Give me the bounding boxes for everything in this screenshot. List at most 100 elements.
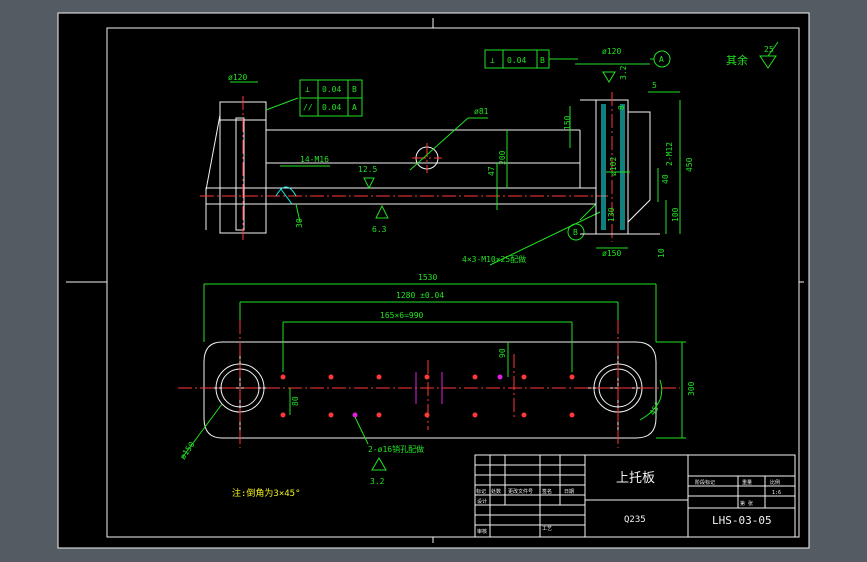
- dim-165x6: 165×6=990: [380, 311, 424, 320]
- plan-view: 1530 1280 ±0.04 165×6=990 90 80 300 45° …: [178, 273, 696, 499]
- dim-450: 450: [685, 157, 694, 172]
- dim-dia-81: ø81: [474, 107, 489, 116]
- tol-perp-value: 0.04: [322, 85, 341, 94]
- dim-10: 10: [657, 248, 666, 258]
- row-process: 工艺: [542, 526, 552, 532]
- dia81-leader: [409, 117, 469, 171]
- dim-dia-150-bottom: ø150: [602, 249, 621, 258]
- dim-30: 30: [295, 218, 304, 228]
- bolt-holes: [280, 374, 575, 418]
- bolt-hole: [424, 412, 430, 418]
- pin-hole: [497, 374, 503, 380]
- tol-par-value: 0.04: [322, 103, 341, 112]
- roughness-12-5-icon: [363, 177, 375, 190]
- tol-par-ref: A: [352, 103, 357, 112]
- bolt-hole: [424, 374, 430, 380]
- scale-value: 1:6: [772, 490, 781, 496]
- dim-dia-102: ø102: [609, 157, 618, 176]
- rev-count: 处数: [491, 488, 501, 495]
- title-block: 标记 处数 更改文件号 签名 日期 设计 审核 工艺 上托板 Q235 阶段标记…: [474, 454, 796, 538]
- dim-90: 90: [498, 348, 507, 358]
- dim-dia-120-top: ø120: [228, 73, 247, 82]
- dim-1530: 1530: [418, 273, 437, 282]
- thread-hatch: [275, 186, 297, 197]
- dim-200: 200: [498, 150, 507, 165]
- bolt-hole: [280, 412, 286, 418]
- datum-B-label: B: [573, 228, 578, 237]
- rest-roughness: 25: [764, 45, 774, 54]
- thread-callout-leader: [489, 211, 601, 266]
- tol-box-par: [299, 97, 363, 117]
- dim45-arc: [639, 379, 663, 421]
- dim-47: 47: [487, 166, 496, 176]
- dim-130: 130: [607, 207, 616, 222]
- rev-sign: 签名: [542, 488, 552, 495]
- row-check: 审核: [477, 528, 487, 535]
- dim-100: 100: [671, 207, 680, 222]
- section-flange: [627, 111, 651, 223]
- paper-sheet: [58, 13, 809, 548]
- roughness-3-2b-icon: [371, 457, 387, 471]
- dim-80: 80: [291, 396, 300, 406]
- dim-150: 150: [563, 115, 572, 130]
- row-design: 设计: [477, 498, 487, 505]
- pin-leader: [354, 416, 369, 445]
- hdr-weight: 重量: [742, 479, 752, 486]
- section-hatch-right: [620, 104, 625, 230]
- dia150-leader: [181, 403, 223, 459]
- rev-mark: 标记: [476, 488, 486, 495]
- section-view: ⊥ 0.04 B ø120 A 3.2 5 150 8 ø102 2-M12 4…: [484, 41, 779, 258]
- roughness-6-3: 6.3: [372, 225, 387, 234]
- outer-frame: [57, 12, 810, 549]
- bolt-hole: [569, 412, 575, 418]
- dim-dia-120-right: ø120: [602, 47, 621, 56]
- front-view: ø120 ⊥ 0.04 B // 0.04 A ø81 14-M16 12.5 …: [200, 73, 608, 266]
- tol-par-symbol: //: [303, 103, 313, 112]
- dim-1280: 1280 ±0.04: [396, 291, 444, 300]
- roughness-3-2-icon: [602, 71, 616, 83]
- dim-8: 8: [617, 105, 626, 110]
- section-tol-value: 0.04: [507, 56, 526, 65]
- roughness-3-2: 3.2: [619, 65, 628, 80]
- hdr-scale: 比例: [770, 479, 780, 486]
- tol-perp-symbol: ⊥: [305, 85, 310, 94]
- material: Q235: [624, 515, 646, 525]
- dim30-line: [295, 203, 301, 223]
- rest-label: 其余: [726, 53, 748, 67]
- roughness-6-3-icon: [375, 204, 389, 219]
- left-boss-slot: [235, 117, 245, 231]
- tol-perp-ref: B: [352, 85, 357, 94]
- rev-file: 更改文件号: [508, 488, 533, 495]
- drawing-number: LHS-03-05: [712, 514, 772, 527]
- section-tol-ref: B: [540, 56, 545, 65]
- bolt-hole: [521, 412, 527, 418]
- bolt-hole: [280, 374, 286, 380]
- tol-leader: [265, 97, 299, 111]
- dim-2-m12: 2-M12: [665, 142, 674, 166]
- plate-outline: [203, 341, 657, 439]
- chamfer-note: 注:倒角为3×45°: [232, 487, 301, 499]
- thread-hatch-line: [279, 187, 293, 205]
- bolt-hole: [472, 374, 478, 380]
- bolt-hole: [376, 374, 382, 380]
- bolt-hole: [328, 374, 334, 380]
- datum-A-label: A: [659, 55, 664, 64]
- bolt-hole: [328, 412, 334, 418]
- pin-hole-note: 2-ø16销孔配做: [368, 444, 424, 454]
- section-tol-symbol: ⊥: [490, 56, 495, 65]
- roughness-12-5: 12.5: [358, 165, 377, 174]
- section-hatch-left: [601, 104, 606, 230]
- hdr-stage: 阶段标记: [695, 479, 715, 486]
- bolt-hole: [521, 374, 527, 380]
- bolt-hole: [472, 412, 478, 418]
- bolt-hole: [569, 374, 575, 380]
- rev-date: 日期: [564, 489, 574, 495]
- part-name: 上托板: [616, 471, 655, 486]
- B-leader: [579, 203, 597, 221]
- pin-hole: [352, 412, 358, 418]
- thread-callout: 4×3-M10×25配做: [462, 254, 526, 264]
- roughness-3-2b: 3.2: [370, 477, 385, 486]
- sheet-label: 第 张: [740, 500, 753, 507]
